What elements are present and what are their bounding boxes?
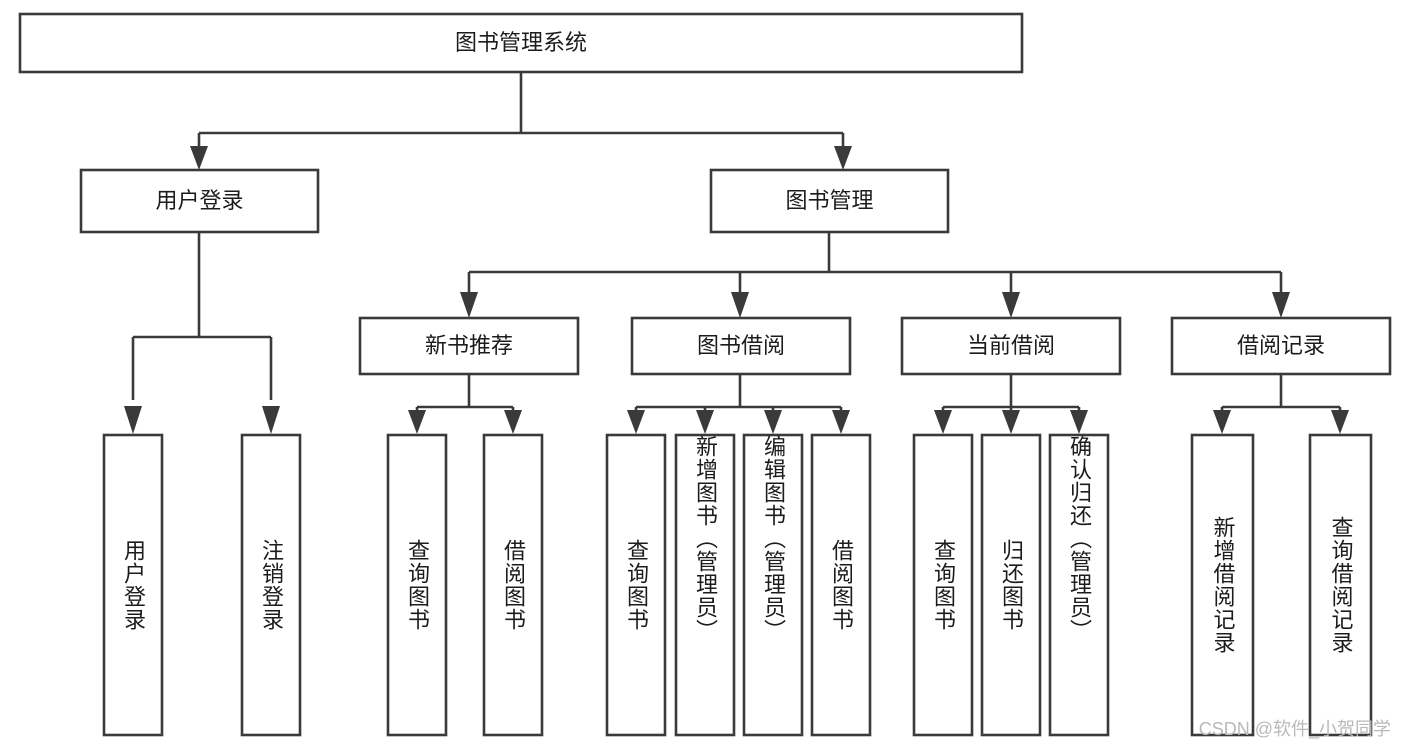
connector-borrow-record-to-leaves [1213, 374, 1349, 434]
connector-book-borrow-to-leaves [627, 374, 850, 434]
node-level3-current-borrow-label: 当前借阅 [967, 333, 1055, 358]
arrow-head-icon [1331, 410, 1349, 434]
node-leaf-user-login-1[interactable] [240, 433, 302, 737]
node-level2-user-login-label: 用户登录 [155, 188, 243, 213]
node-level3-new-book-recommend[interactable] [358, 316, 580, 376]
arrow-head-icon [764, 410, 782, 434]
node-level3-borrow-record-label: 借阅记录 [1237, 333, 1325, 358]
arrow-head-icon [460, 292, 478, 318]
connector-new-book-to-leaves [408, 374, 522, 434]
connector-book-manage-to-level3 [460, 232, 1290, 318]
arrow-head-icon [1272, 292, 1290, 318]
node-level3-new-book-recommend-label: 新书推荐 [425, 333, 513, 358]
arrow-head-icon [1002, 292, 1020, 318]
arrow-head-icon [832, 410, 850, 434]
node-level3-book-borrow[interactable] [630, 316, 852, 376]
arrow-head-icon [124, 406, 142, 434]
node-level3-current-borrow[interactable] [900, 316, 1122, 376]
node-leaf-book-borrow-2[interactable] [742, 433, 804, 737]
arrow-head-icon [1213, 410, 1231, 434]
node-root-book-management-system[interactable] [18, 12, 1024, 74]
arrow-head-icon [834, 146, 852, 170]
connector-root-to-level2 [190, 72, 852, 170]
node-leaf-new-book-0[interactable] [386, 433, 448, 737]
node-leaf-user-login-0[interactable] [102, 433, 164, 737]
node-level2-book-management-label: 图书管理 [785, 188, 873, 213]
arrow-head-icon [1002, 410, 1020, 434]
arrow-head-icon [934, 410, 952, 434]
node-leaf-current-borrow-2[interactable] [1048, 433, 1110, 737]
node-leaf-current-borrow-1[interactable] [980, 433, 1042, 737]
node-leaf-borrow-record-0[interactable] [1190, 433, 1255, 737]
arrow-head-icon [627, 410, 645, 434]
connector-user-login-to-leaves [124, 232, 280, 434]
arrow-head-icon [504, 410, 522, 434]
arrow-head-icon [190, 146, 208, 170]
node-root-label: 图书管理系统 [455, 30, 587, 55]
arrow-head-icon [696, 410, 714, 434]
node-leaf-borrow-record-1[interactable] [1308, 433, 1373, 737]
node-leaf-current-borrow-0[interactable] [912, 433, 974, 737]
connector-current-borrow-to-leaves [934, 374, 1088, 434]
node-level3-borrow-record[interactable] [1170, 316, 1392, 376]
node-level2-user-login[interactable] [79, 168, 320, 234]
node-level3-book-borrow-label: 图书借阅 [697, 333, 785, 358]
arrow-head-icon [731, 292, 749, 318]
node-leaf-book-borrow-3[interactable] [810, 433, 872, 737]
node-leaf-new-book-1[interactable] [482, 433, 544, 737]
node-level2-book-management[interactable] [709, 168, 950, 234]
node-leaf-book-borrow-1[interactable] [674, 433, 736, 737]
node-leaf-book-borrow-0[interactable] [605, 433, 667, 737]
arrow-head-icon [262, 406, 280, 434]
arrow-head-icon [408, 410, 426, 434]
arrow-head-icon [1070, 410, 1088, 434]
